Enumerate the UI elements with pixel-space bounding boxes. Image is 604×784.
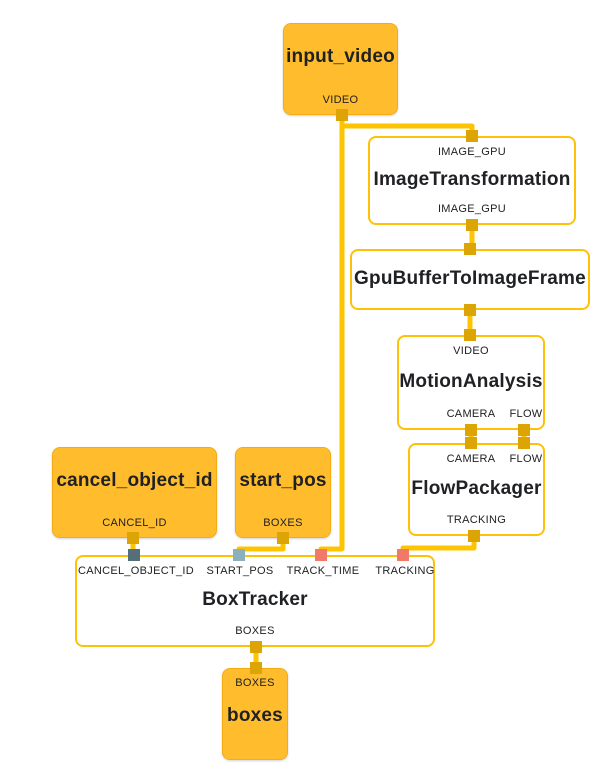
port-image-transformation-image-gpu-out[interactable] [466, 219, 478, 231]
node-box-tracker-title: BoxTracker [202, 589, 308, 611]
port-label-boxes-out: BOXES [235, 625, 275, 637]
port-label-tracking-out: TRACKING [446, 514, 507, 526]
port-box-tracker-cancel-object-id-in[interactable] [128, 549, 140, 561]
node-cancel-object-id-title: cancel_object_id [56, 469, 213, 491]
port-boxes-boxes-in[interactable] [250, 662, 262, 674]
port-label-cancel-object-id-in: CANCEL_OBJECT_ID [77, 565, 195, 577]
port-image-transformation-image-gpu-in[interactable] [466, 130, 478, 142]
port-flow-packager-tracking-out[interactable] [468, 530, 480, 542]
port-label-image-gpu-in: IMAGE_GPU [437, 146, 507, 158]
port-motion-analysis-camera-out[interactable] [465, 424, 477, 436]
port-gpu-buffer-in[interactable] [464, 243, 476, 255]
port-label-boxes-out: BOXES [263, 517, 303, 529]
port-start-pos-boxes-out[interactable] [277, 532, 289, 544]
node-input-video-title: input_video [286, 46, 395, 67]
port-flow-packager-camera-in[interactable] [465, 437, 477, 449]
port-motion-analysis-video-in[interactable] [464, 329, 476, 341]
node-image-transformation-title: ImageTransformation [373, 168, 571, 190]
port-label-camera-out: CAMERA [446, 408, 496, 420]
port-label-flow-out: FLOW [509, 408, 543, 420]
node-start-pos[interactable]: start_pos BOXES [235, 447, 331, 538]
port-label-image-gpu-out: IMAGE_GPU [437, 203, 507, 215]
port-box-tracker-tracking-in[interactable] [397, 549, 409, 561]
node-motion-analysis-title: MotionAnalysis [399, 370, 543, 392]
port-label-track-time-in: TRACK_TIME [286, 565, 360, 577]
node-start-pos-title: start_pos [239, 469, 327, 491]
node-boxes-title: boxes [227, 705, 283, 726]
node-input-video[interactable]: input_video VIDEO [283, 23, 398, 115]
port-gpu-buffer-out[interactable] [464, 304, 476, 316]
port-label-flow-in: FLOW [509, 453, 543, 465]
port-input-video-video-out[interactable] [336, 109, 348, 121]
port-label-boxes-in: BOXES [235, 677, 275, 689]
node-flow-packager[interactable]: CAMERA FLOW FlowPackager TRACKING [408, 443, 545, 536]
port-box-tracker-track-time-in[interactable] [315, 549, 327, 561]
edge-inputvideo-imagetransformation [339, 112, 475, 132]
port-flow-packager-flow-in[interactable] [518, 437, 530, 449]
port-label-video: VIDEO [322, 94, 359, 106]
node-gpu-buffer-title: GpuBufferToImageFrame [354, 267, 586, 289]
port-label-tracking-in: TRACKING [375, 565, 435, 577]
port-cancel-object-id-cancel-id-out[interactable] [127, 532, 139, 544]
node-cancel-object-id[interactable]: cancel_object_id CANCEL_ID [52, 447, 217, 538]
node-flow-packager-title: FlowPackager [411, 477, 542, 499]
port-box-tracker-start-pos-in[interactable] [233, 549, 245, 561]
port-label-camera-in: CAMERA [446, 453, 496, 465]
node-gpu-buffer-to-image-frame[interactable]: GpuBufferToImageFrame [350, 249, 590, 310]
port-label-cancel-id: CANCEL_ID [102, 517, 167, 529]
port-box-tracker-boxes-out[interactable] [250, 641, 262, 653]
node-image-transformation[interactable]: IMAGE_GPU ImageTransformation IMAGE_GPU [368, 136, 576, 225]
port-label-video-in: VIDEO [453, 345, 489, 357]
port-label-start-pos-in: START_POS [206, 565, 274, 577]
node-motion-analysis[interactable]: VIDEO MotionAnalysis CAMERA FLOW [397, 335, 545, 430]
node-box-tracker[interactable]: CANCEL_OBJECT_ID START_POS TRACK_TIME TR… [75, 555, 435, 647]
edge-flowpackager-boxtracker-tracking [400, 534, 477, 554]
node-boxes[interactable]: BOXES boxes [222, 668, 288, 760]
port-motion-analysis-flow-out[interactable] [518, 424, 530, 436]
